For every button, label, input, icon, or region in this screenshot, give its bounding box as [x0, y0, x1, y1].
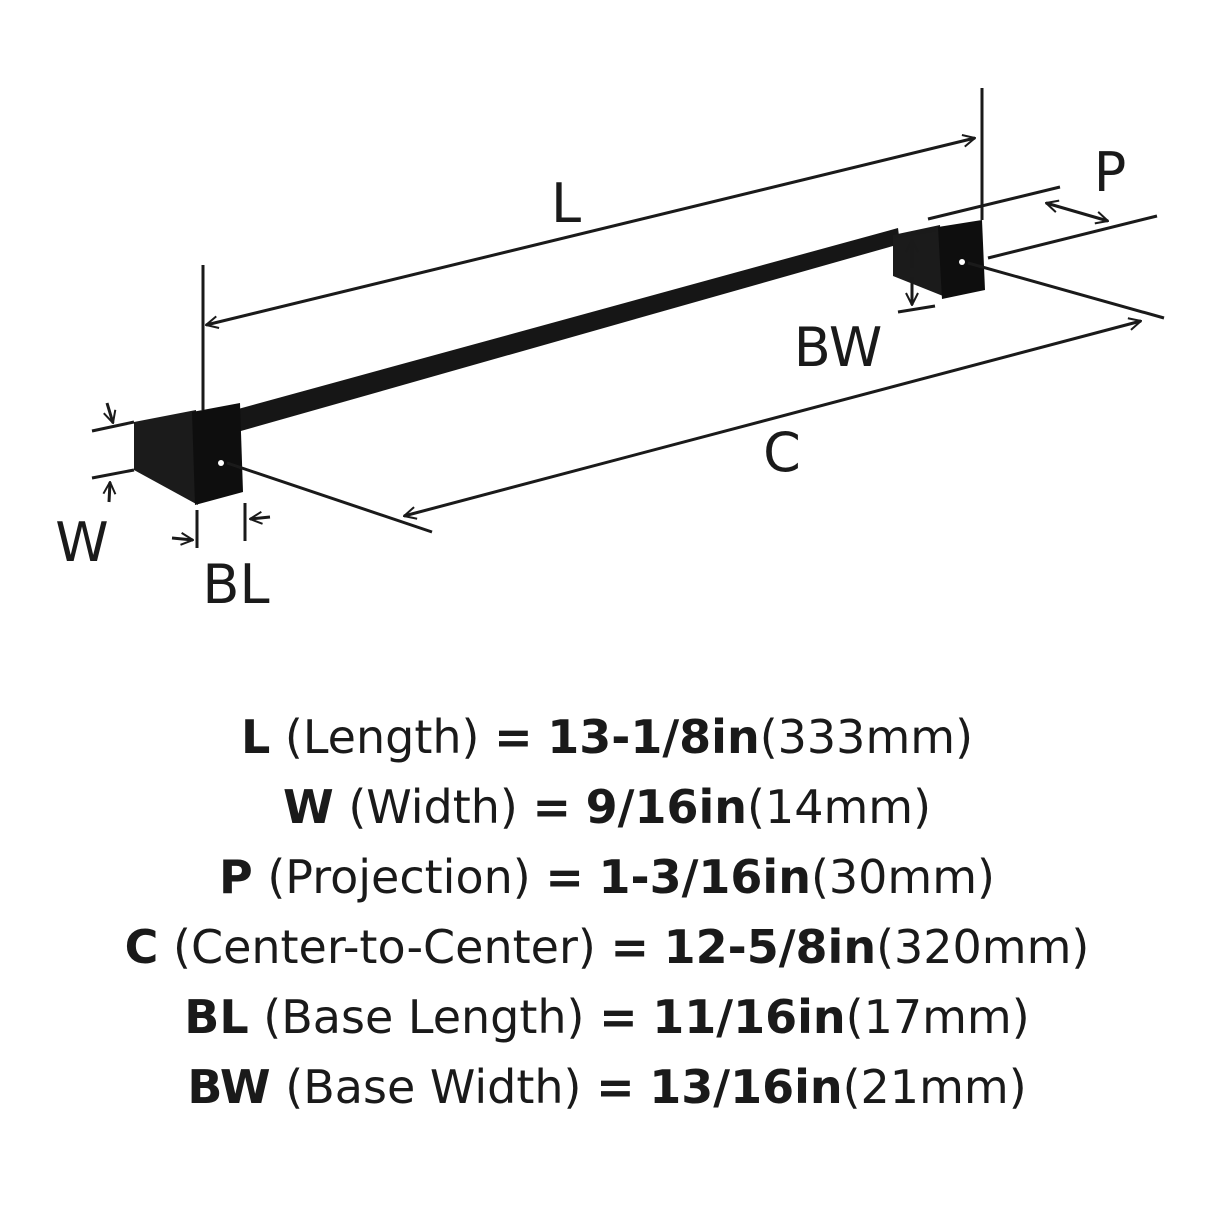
w-arrow-top [107, 402, 113, 423]
spec-metric: (333mm) [759, 710, 974, 764]
dimension-diagram: L P BW C W BL [55, 88, 1165, 616]
spec-code: L [240, 710, 271, 764]
spec-metric: (320mm) [876, 920, 1090, 974]
dimension-lines [91, 88, 1165, 548]
spec-metric: (21mm) [842, 1060, 1027, 1114]
c-centerline-right [967, 261, 1165, 320]
p-extension-front [927, 185, 1061, 221]
spec-code: P [219, 850, 253, 904]
p-extension-wall [987, 214, 1158, 260]
spec-imperial: 1-3/16in [598, 850, 811, 904]
spec-equals: = [599, 990, 638, 1044]
spec-code: BL [184, 990, 249, 1044]
spec-imperial: 12-5/8in [663, 920, 877, 974]
w-extension-bottom [91, 468, 135, 480]
bl-arrow-right [250, 517, 271, 519]
spec-row-center-to-center: C (Center-to-Center) = 12-5/8in(320mm) [0, 912, 1214, 982]
spec-code: C [124, 920, 159, 974]
spec-metric: (17mm) [845, 990, 1030, 1044]
spec-code: BW [187, 1060, 271, 1114]
spec-equals: = [545, 850, 584, 904]
spec-equals: = [532, 780, 572, 834]
label-p: P [1094, 141, 1127, 204]
spec-name: (Projection) [267, 850, 531, 904]
spec-code: W [282, 780, 334, 834]
label-bl: BL [202, 553, 269, 616]
spec-equals: = [610, 920, 649, 974]
bw-extension-bottom [897, 304, 936, 314]
spec-row-base-length: BL (Base Length) = 11/16in(17mm) [0, 982, 1214, 1052]
w-arrow-bottom [109, 482, 110, 503]
label-c: C [763, 421, 801, 484]
spec-row-base-width: BW (Base Width) = 13/16in(21mm) [0, 1052, 1214, 1122]
l-dimension-arrow [206, 138, 975, 325]
dimension-spec-list: L (Length) = 13-1/8in(333mm) W (Width) =… [0, 702, 1214, 1122]
spec-name: (Width) [348, 780, 518, 834]
spec-row-width: W (Width) = 9/16in(14mm) [0, 772, 1214, 842]
right-screw-hole [959, 259, 965, 265]
left-base-side [134, 410, 198, 505]
bl-arrow-left [171, 538, 193, 540]
c-centerline-left [226, 461, 433, 534]
label-bw: BW [794, 316, 883, 379]
spec-imperial: 13-1/8in [547, 710, 760, 764]
left-base-front [192, 403, 243, 505]
label-l: L [551, 172, 581, 235]
c-dimension-arrow [404, 321, 1141, 516]
spec-name: (Base Length) [263, 990, 585, 1044]
spec-equals: = [494, 710, 533, 764]
spec-name: (Length) [284, 710, 480, 764]
spec-metric: (30mm) [810, 850, 995, 904]
spec-metric: (14mm) [747, 780, 932, 834]
left-screw-hole [218, 460, 224, 466]
spec-equals: = [596, 1060, 635, 1114]
spec-imperial: 9/16in [585, 780, 747, 834]
p-dimension-arrow [1046, 203, 1108, 221]
spec-imperial: 11/16in [652, 990, 846, 1044]
spec-name: (Center-to-Center) [173, 920, 596, 974]
spec-row-projection: P (Projection) = 1-3/16in(30mm) [0, 842, 1214, 912]
w-extension-top [91, 420, 135, 433]
bw-extension-top [892, 228, 936, 239]
label-w: W [55, 511, 108, 574]
spec-name: (Base Width) [285, 1060, 582, 1114]
spec-imperial: 13/16in [649, 1060, 843, 1114]
spec-row-length: L (Length) = 13-1/8in(333mm) [0, 702, 1214, 772]
